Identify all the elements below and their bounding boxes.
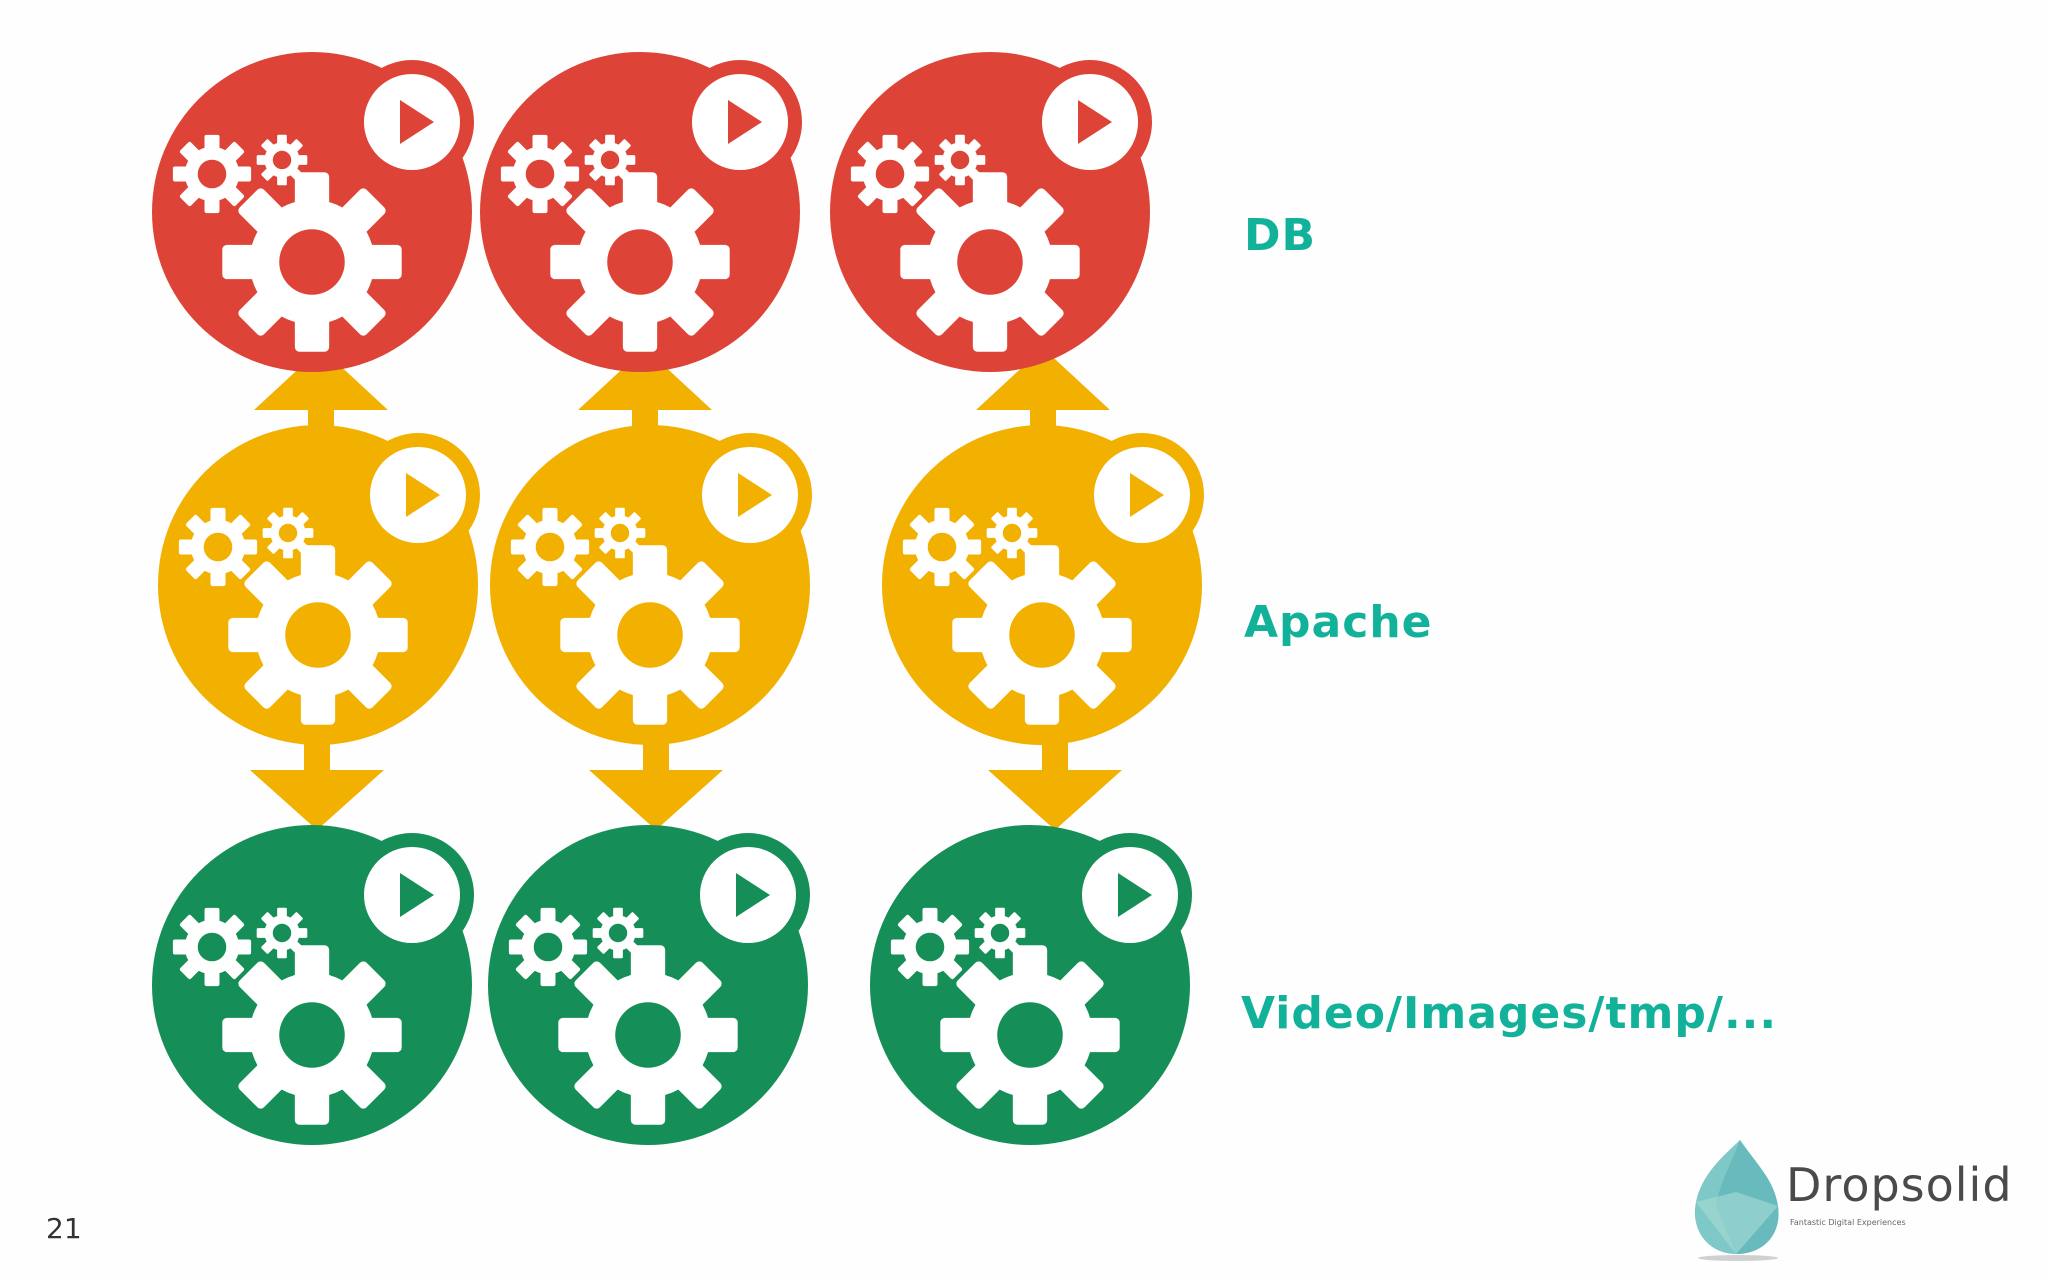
row-label-db: DB (1244, 210, 1317, 261)
gears-icon (156, 118, 439, 389)
logo-tagline: Fantastic Digital Experiences (1790, 1218, 1906, 1227)
logo-wordmark: Dropsolid (1786, 1158, 2013, 1212)
node-apache-1 (158, 425, 480, 762)
node-db-1 (152, 52, 474, 389)
gears-icon (886, 491, 1169, 762)
node-apache-3 (882, 425, 1204, 762)
node-storage-3 (870, 825, 1192, 1162)
node-db-2 (480, 52, 802, 389)
node-apache-2 (490, 425, 812, 762)
gears-icon (156, 891, 439, 1162)
row-label-storage: Video/Images/tmp/... (1241, 988, 1778, 1039)
page-number: 21 (46, 1212, 82, 1245)
node-db-3 (830, 52, 1152, 389)
node-storage-2 (488, 825, 810, 1162)
gears-icon (484, 118, 767, 389)
gears-icon (494, 491, 777, 762)
row-label-apache: Apache (1244, 597, 1433, 648)
arrows-down (250, 718, 1122, 830)
container-nodes (152, 52, 1204, 1162)
arrow-up-2 (578, 348, 712, 448)
gears-icon (162, 491, 445, 762)
gears-icon (874, 891, 1157, 1162)
gears-icon (834, 118, 1117, 389)
gears-icon (492, 891, 775, 1162)
node-storage-1 (152, 825, 474, 1162)
arrows-up (254, 348, 1110, 448)
dropsolid-logo-icon (1694, 1140, 1779, 1261)
